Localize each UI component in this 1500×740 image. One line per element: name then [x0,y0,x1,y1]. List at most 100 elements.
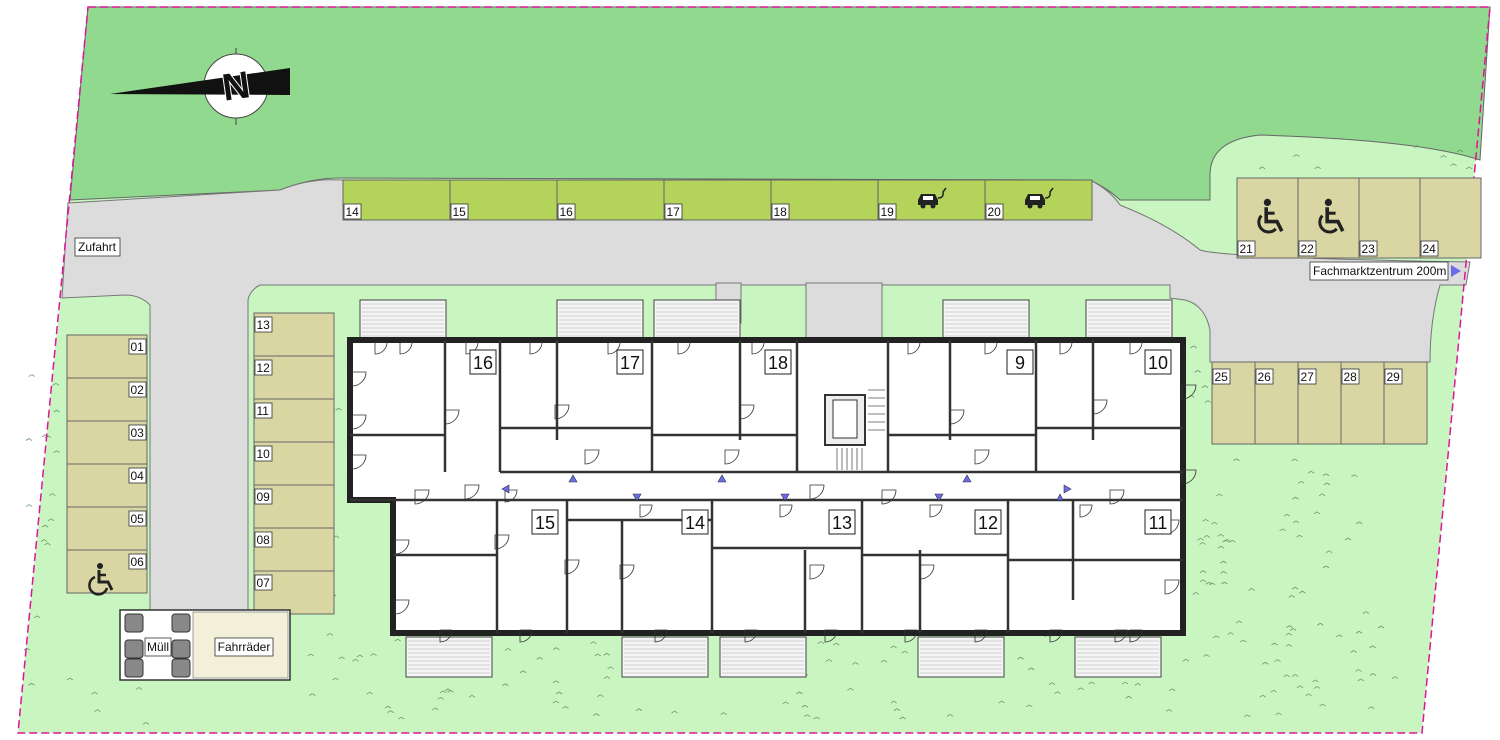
parking-spot-04: 04 [66,463,148,508]
north-arrow-icon: N [110,48,290,125]
parking-spot-number: 03 [131,426,145,440]
parking-row-right-top: 21 22 23 24 [1236,177,1482,259]
destination-label: Fachmarktzentrum 200m [1313,264,1446,278]
parking-spot-07: 07 [253,570,335,615]
parking-spot-number: 22 [1301,242,1315,256]
parking-spot-number: 27 [1301,370,1315,384]
door-marker-icon [501,484,510,494]
door-marker-icon [632,493,642,502]
unit-9[interactable]: 9 [1006,349,1034,375]
parking-spot-number: 17 [667,205,681,219]
parking-spot-18: 18 [770,179,879,221]
parking-spot-13: 13 [253,312,335,357]
door-marker-icon [962,474,972,483]
unit-number: 9 [1015,353,1025,373]
unit-17[interactable]: 17 [616,349,644,375]
parking-spot-number: 02 [131,383,145,397]
parking-spot-02: 02 [66,377,148,422]
unit-11[interactable]: 11 [1144,509,1172,535]
unit-13[interactable]: 13 [828,509,856,535]
parking-spot-27: 27 [1297,361,1342,445]
unit-18[interactable]: 18 [764,349,792,375]
parking-spot-15: 15 [449,179,558,221]
parking-spot-05: 05 [66,506,148,551]
parking-spot-28: 28 [1340,361,1385,445]
door-marker-icon [1056,493,1064,501]
parking-spot-number: 21 [1240,242,1254,256]
wheelchair-icon [1318,198,1345,234]
balcony [917,636,1005,678]
wheelchair-icon [88,563,114,596]
access-label: Zufahrt [74,237,121,257]
unit-number: 17 [620,353,640,373]
parking-spot-19: 19 [877,179,986,221]
balcony [1085,299,1173,339]
parking-spot-number: 01 [131,340,145,354]
unit-10[interactable]: 10 [1144,349,1172,375]
parking-spot-number: 05 [131,512,145,526]
unit-14[interactable]: 14 [681,509,709,535]
unit-number: 16 [473,353,493,373]
balcony [405,636,493,678]
door-marker-icon [934,493,944,502]
parking-spot-number: 20 [988,205,1002,219]
unit-12[interactable]: 12 [974,509,1002,535]
ev-charging-icon [1025,187,1054,209]
bikes-label: Fahrräder [218,640,271,654]
unit-15[interactable]: 15 [531,509,559,535]
meadow-area [69,6,1491,201]
parking-spot-number: 08 [257,533,271,547]
parking-spot-06: 06 [66,549,148,596]
parking-spot-number: 19 [881,205,895,219]
access-road [61,179,1471,611]
unit-number: 18 [768,353,788,373]
parking-spot-10: 10 [253,441,335,486]
parking-spot-number: 29 [1387,370,1401,384]
arrow-right-icon [1451,265,1461,277]
balcony [653,299,741,339]
unit-number: 10 [1148,353,1168,373]
unit-number: 15 [535,513,555,533]
parking-spot-22: 22 [1297,177,1360,259]
parking-spot-number: 23 [1362,242,1376,256]
parking-column-left: 01 02 03 04 05 06 [66,334,148,596]
unit-number: 14 [685,513,705,533]
unit-number: 13 [832,513,852,533]
wheelchair-icon [1257,198,1284,234]
door-swings [351,341,1197,643]
parking-spot-number: 11 [257,404,270,418]
building-outline [347,337,1186,636]
unit-numbers: 16 17 18 9 10 15 14 13 12 11 [469,349,1172,535]
parking-spot-number: 04 [131,469,145,483]
parking-spot-09: 09 [253,484,335,529]
destination-sign[interactable]: Fachmarktzentrum 200m [1309,261,1461,281]
parking-spot-number: 24 [1423,242,1437,256]
parking-spot-03: 03 [66,420,148,465]
balcony [1074,636,1162,678]
parking-spot-11: 11 [253,398,335,443]
parking-spot-number: 28 [1344,370,1358,384]
parking-spot-number: 15 [453,205,467,219]
parking-spot-16: 16 [556,179,665,221]
parking-spot-29: 29 [1383,361,1428,445]
entrance-path [805,282,883,346]
balcony [359,299,447,339]
parking-spot-24: 24 [1419,177,1482,259]
parking-spot-number: 07 [257,576,271,590]
unit-16[interactable]: 16 [469,349,497,375]
balcony [556,299,644,339]
parking-spot-number: 18 [774,205,788,219]
door-marker-icon [568,474,578,483]
unit-number: 11 [1149,513,1168,533]
property-boundary [17,6,1491,734]
parking-spot-number: 26 [1258,370,1272,384]
apartment-building [347,337,1186,636]
access-label-text: Zufahrt [78,240,117,254]
parking-spot-20: 20 [984,179,1093,221]
parking-spot-number: 10 [257,447,271,461]
door-marker-icon [1063,484,1072,494]
parking-spot-12: 12 [253,355,335,400]
waste-label: Müll [147,640,169,654]
